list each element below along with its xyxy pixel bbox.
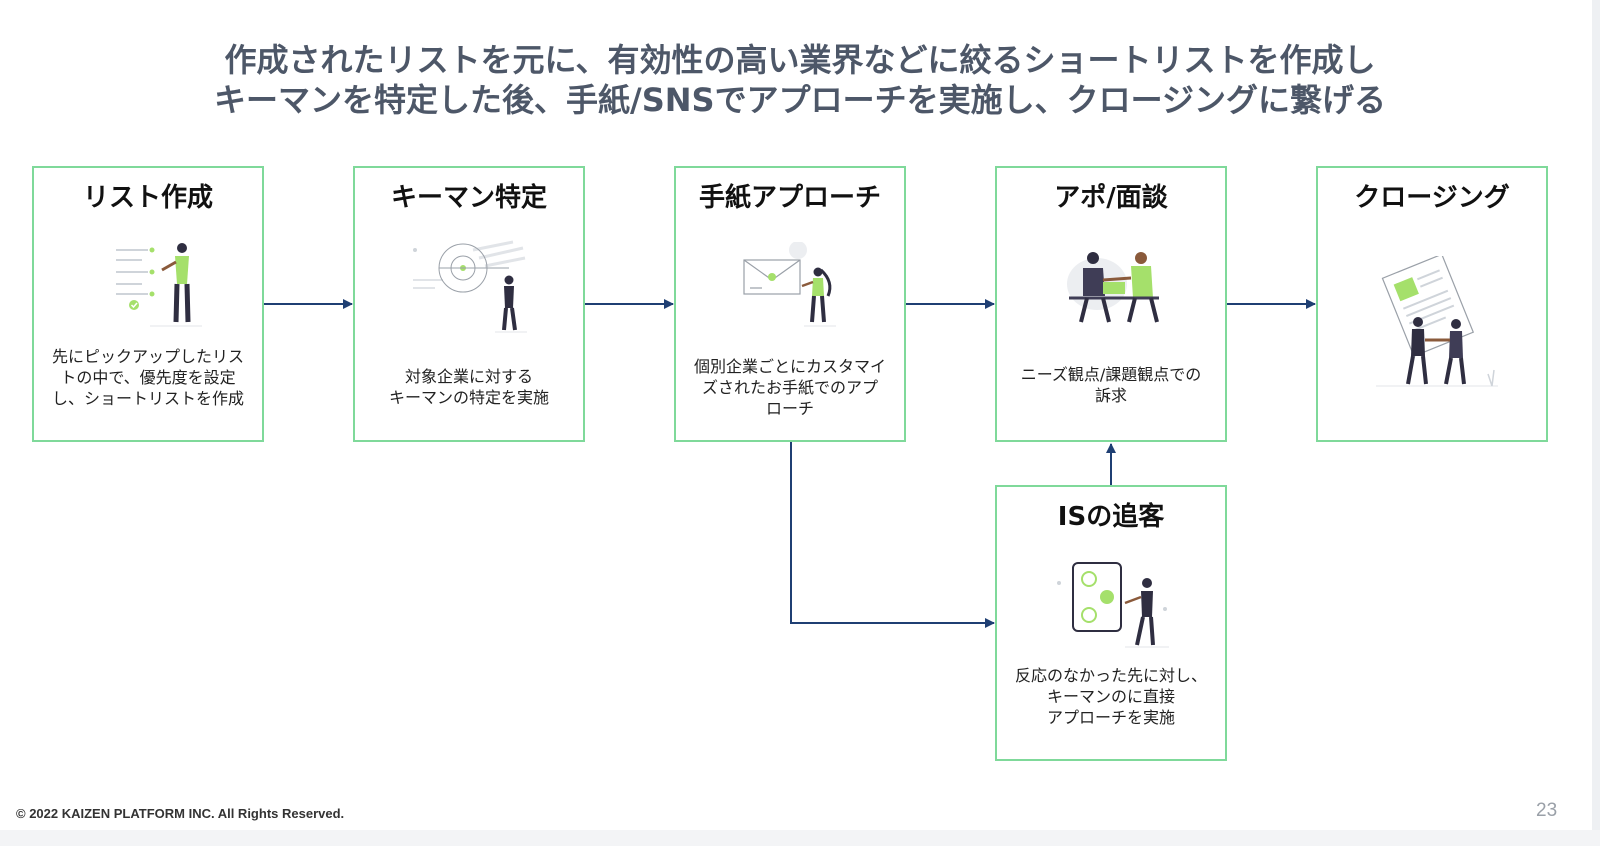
sns-tablet-person-illustration: [1057, 562, 1169, 648]
step-box-letter-approach: 手紙アプローチ 個別企業ごとにカスタマイ ズされたお手紙でのアプ ローチ: [674, 166, 906, 442]
arrow-letter-to-followup: [790, 442, 995, 628]
step-description: 個別企業ごとにカスタマイ ズされたお手紙でのアプ ローチ: [693, 357, 886, 418]
step-box-appointment-meeting: アポ/面談 ニーズ観点/課題観点での 訴求: [995, 166, 1227, 442]
step-title: 手紙アプローチ: [698, 183, 881, 213]
page-number: 23: [1536, 800, 1558, 821]
followup-description: 反応のなかった先に対し、 キーマンのに直接 アプローチを実施: [1014, 666, 1207, 727]
step-title: リスト作成: [82, 183, 213, 213]
step-box-list-creation: リスト作成 先にピックアップしたリス トの中で、優先度を設定 し、ショートリスト…: [32, 166, 264, 442]
target-person-illustration: [413, 240, 527, 333]
step-description: ニーズ観点/課題観点での 訴求: [1020, 365, 1202, 405]
step-box-closing: クロージング: [1316, 166, 1548, 442]
followup-box-inside-sales: ISの追客 反応のなかった先に対し、 キーマンのに直接 アプローチを実施: [995, 485, 1227, 761]
step-description: 先にピックアップしたリス トの中で、優先度を設定 し、ショートリストを作成: [51, 347, 244, 408]
followup-title: ISの追客: [1057, 502, 1165, 532]
slide-title: 作成されたリストを元に、有効性の高い業界などに絞るショートリストを作成し キーマ…: [0, 40, 1600, 120]
checklist-person-illustration: [116, 243, 202, 327]
meeting-handshake-illustration: [1067, 252, 1159, 323]
copyright-notice: © 2022 KAIZEN PLATFORM INC. All Rights R…: [16, 806, 345, 821]
contract-handshake-illustration: [1376, 256, 1498, 387]
step-title: キーマン特定: [390, 183, 547, 213]
slide-title-line-2: キーマンを特定した後、手紙/SNSでアプローチを実施し、クロージングに繋げる: [214, 81, 1386, 119]
step-description: 対象企業に対する キーマンの特定を実施: [388, 367, 549, 407]
slide-title-line-1: 作成されたリストを元に、有効性の高い業界などに絞るショートリストを作成し: [224, 41, 1376, 79]
step-box-keyman-identification: キーマン特定 対象企業に対する キーマンの特定を実施: [353, 166, 585, 442]
step-title: アポ/面談: [1054, 183, 1168, 213]
envelope-person-illustration: [743, 242, 836, 327]
window-edge: [1592, 0, 1600, 846]
step-title: クロージング: [1354, 183, 1510, 213]
bottom-bar: [0, 830, 1600, 846]
